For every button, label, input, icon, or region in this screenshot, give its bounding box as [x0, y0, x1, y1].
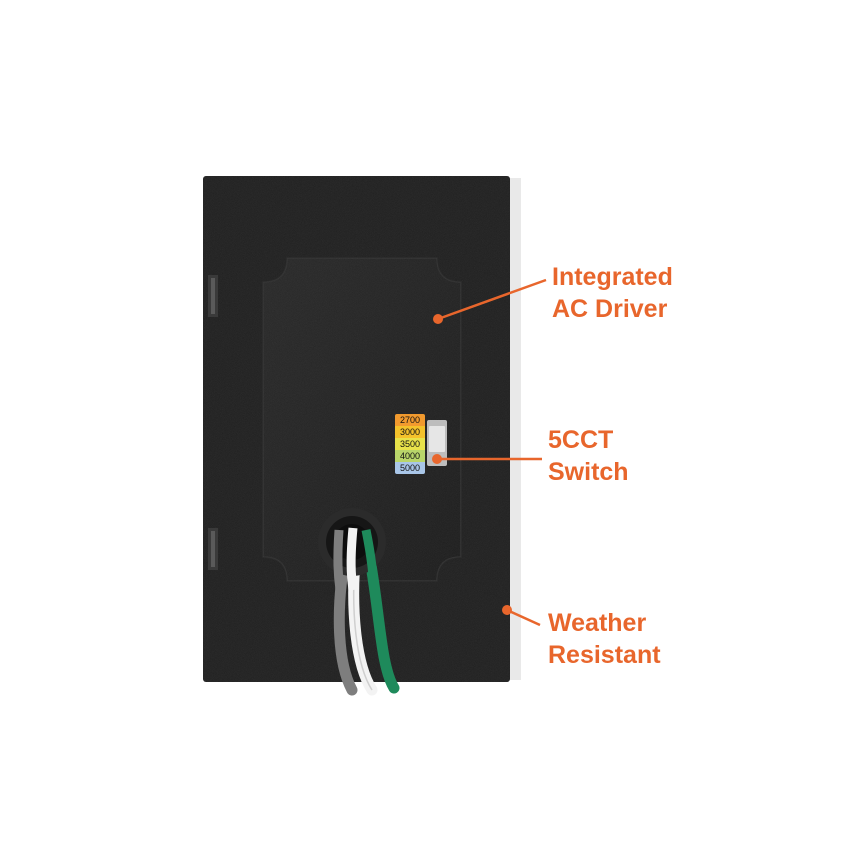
- cct-level-4000: 4000: [395, 450, 425, 462]
- callout-weather-resistant: Weather Resistant: [548, 607, 661, 671]
- callout-5cct-switch: 5CCT Switch: [548, 424, 629, 488]
- callout-integrated-ac-driver: Integrated AC Driver: [552, 261, 673, 325]
- callout-driver-line2: AC Driver: [552, 295, 668, 323]
- cct-level-3000: 3000: [395, 426, 425, 438]
- callout-switch-line2: Switch: [548, 458, 629, 486]
- callout-dot-weather: [502, 605, 512, 615]
- cct-label-panel: 2700 3000 3500 4000 5000: [395, 414, 425, 474]
- callout-dot-driver: [433, 314, 443, 324]
- cct-level-3500: 3500: [395, 438, 425, 450]
- cct-switch-slider: [429, 426, 445, 452]
- callout-switch-line1: 5CCT: [548, 426, 614, 454]
- callout-weather-line2: Resistant: [548, 641, 661, 669]
- cct-level-2700: 2700: [395, 414, 425, 426]
- cct-level-5000: 5000: [395, 462, 425, 474]
- callout-weather-line1: Weather: [548, 609, 647, 637]
- callout-line-weather: [506, 608, 541, 627]
- callout-dot-switch: [432, 454, 442, 464]
- callout-line-driver: [437, 278, 547, 321]
- callout-driver-line1: Integrated: [552, 263, 673, 291]
